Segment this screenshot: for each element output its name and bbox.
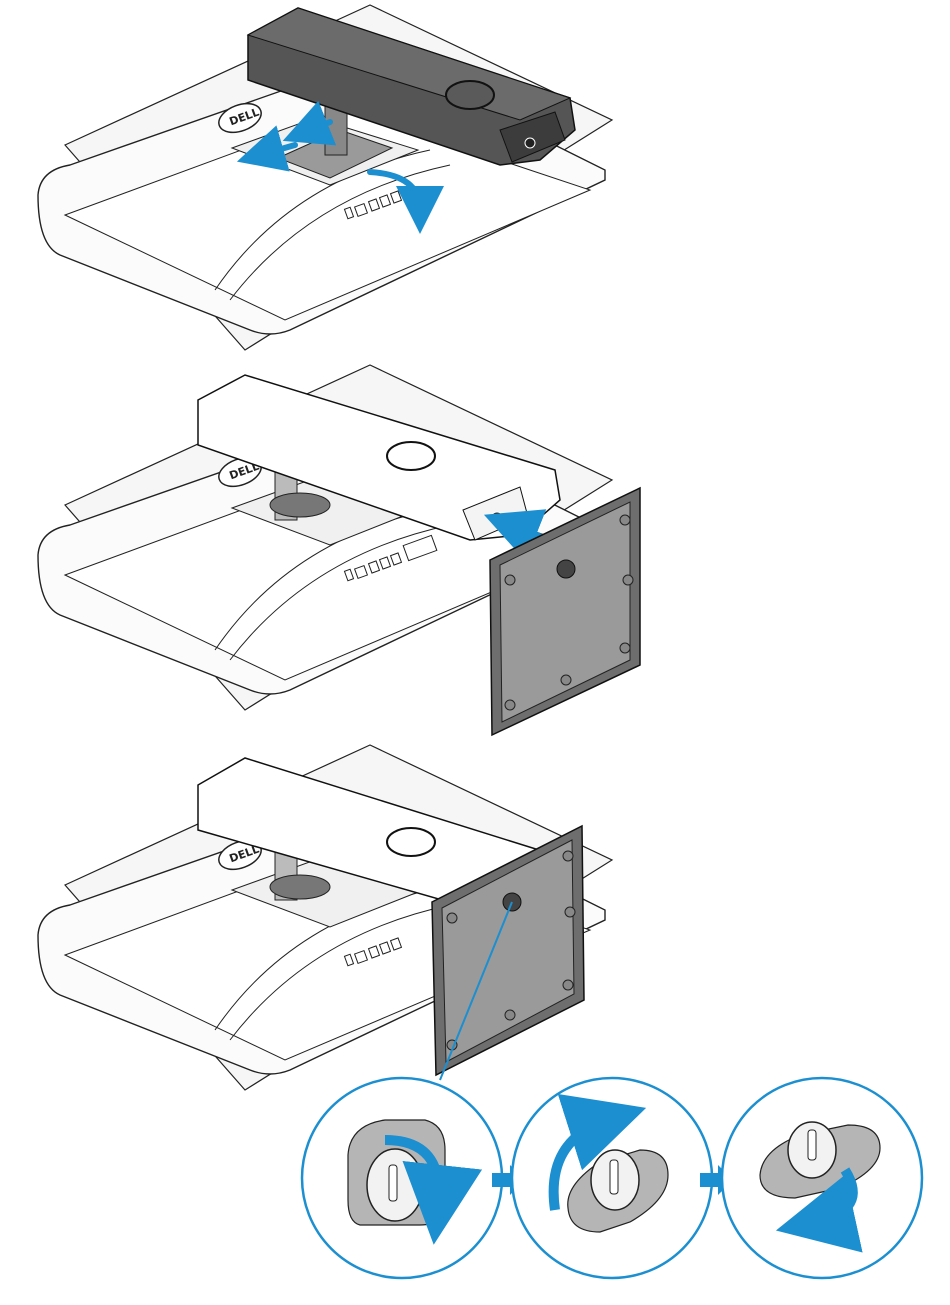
step-1-attach-stand-panel: DELL: [38, 5, 612, 350]
screw-detail-sequence: [302, 1078, 922, 1278]
step-2-attach-base: DELL: [38, 365, 640, 735]
detail-circle-3-fold-handle: [722, 1078, 922, 1278]
detail-circle-2-flip-handle: [512, 1078, 712, 1278]
detail-circle-1-rotate-screw: [302, 1078, 502, 1278]
step-3-tighten-screw: DELL: [38, 745, 612, 1090]
